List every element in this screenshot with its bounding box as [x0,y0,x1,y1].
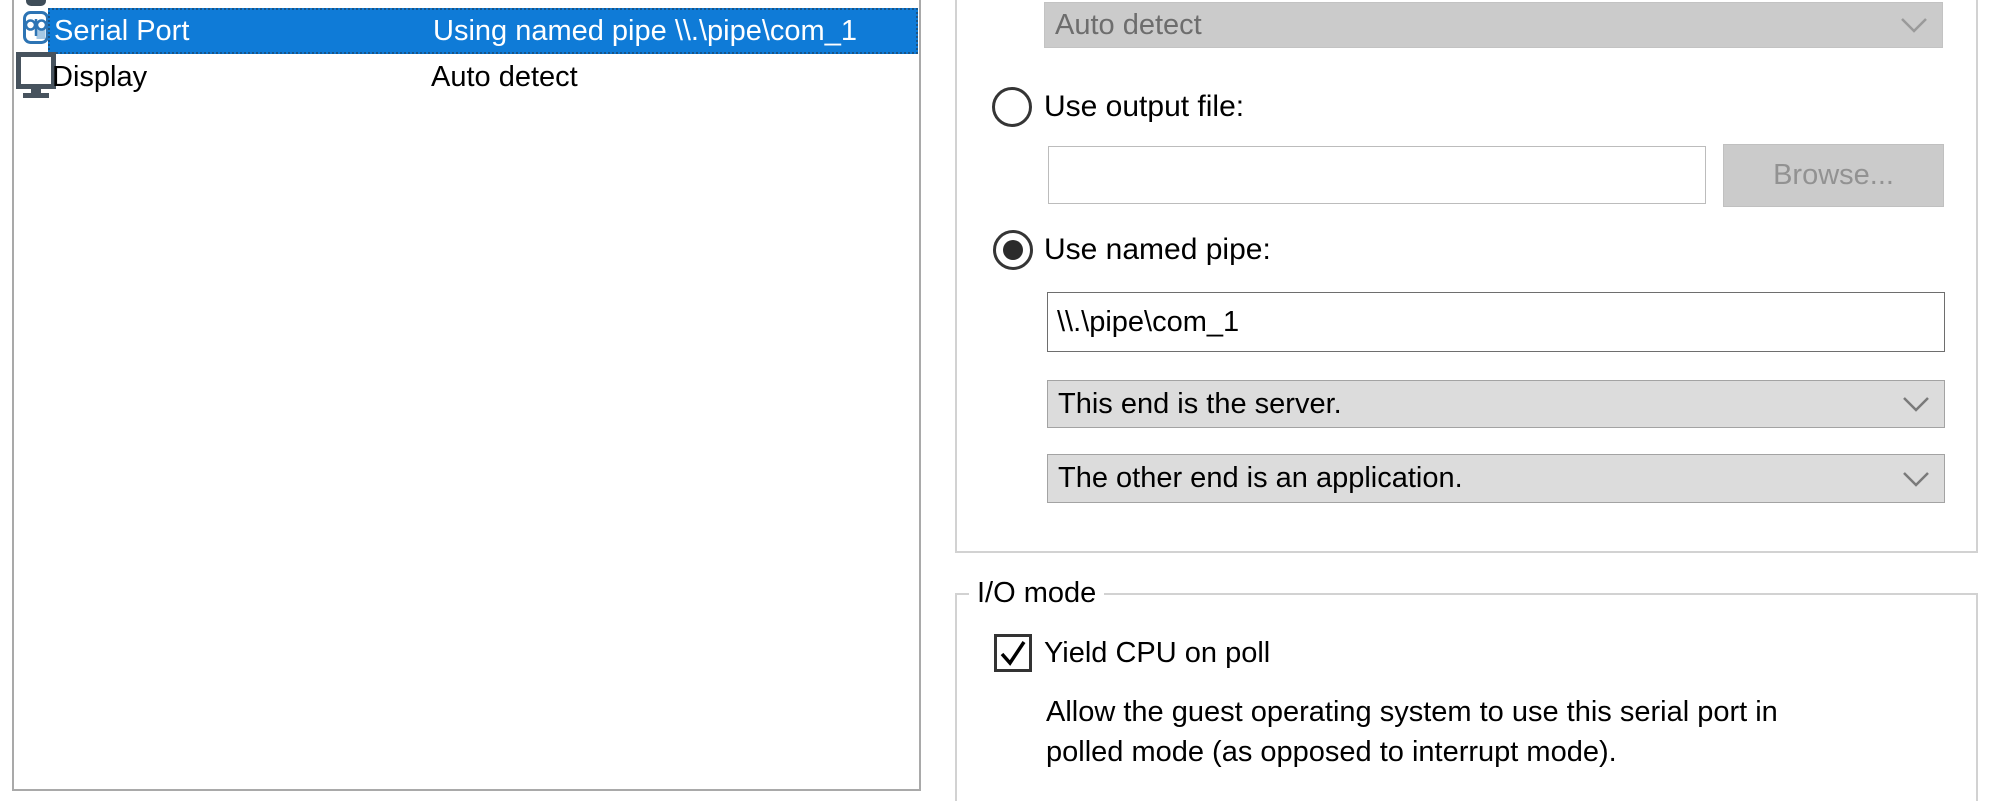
device-summary: Using named pipe \\.\pipe\com_1 [433,15,857,47]
use-output-file-radio[interactable] [992,87,1032,127]
cropped-device-icon [26,0,46,6]
io-mode-description-line2: polled mode (as opposed to interrupt mod… [1046,736,1617,768]
io-mode-description-line1: Allow the guest operating system to use … [1046,696,1778,728]
chevron-down-icon [1901,18,1927,33]
browse-button[interactable]: Browse... [1723,144,1944,207]
yield-cpu-label: Yield CPU on poll [1044,637,1271,669]
device-name: Display [52,61,148,93]
use-output-file-label: Use output file: [1044,90,1245,123]
use-named-pipe-label: Use named pipe: [1044,233,1271,266]
chevron-down-icon [1903,471,1929,487]
device-summary: Auto detect [431,61,578,93]
radio-dot [1003,240,1023,260]
other-end-select[interactable]: The other end is an application. [1047,454,1945,503]
physical-port-select[interactable]: Auto detect [1044,2,1943,48]
pipe-end-select-value: This end is the server. [1058,387,1342,420]
use-named-pipe-radio[interactable] [993,230,1033,270]
io-mode-title: I/O mode [969,576,1105,610]
check-icon [1000,641,1026,666]
pipe-end-select[interactable]: This end is the server. [1047,380,1945,428]
io-mode-groupbox [955,593,1978,801]
connection-groupbox [955,0,1978,553]
physical-port-select-value: Auto detect [1055,8,1202,41]
named-pipe-input[interactable] [1047,292,1945,352]
device-list: Serial Port Using named pipe \\.\pipe\co… [12,0,921,791]
serial-port-icon [23,11,49,44]
chevron-down-icon [1903,397,1929,412]
yield-cpu-checkbox[interactable] [994,634,1032,672]
other-end-select-value: The other end is an application. [1058,462,1463,494]
device-name: Serial Port [54,15,190,47]
output-file-input[interactable] [1048,146,1706,204]
display-icon [16,52,56,98]
selected-row-highlight[interactable]: Serial Port Using named pipe \\.\pipe\co… [48,8,918,54]
